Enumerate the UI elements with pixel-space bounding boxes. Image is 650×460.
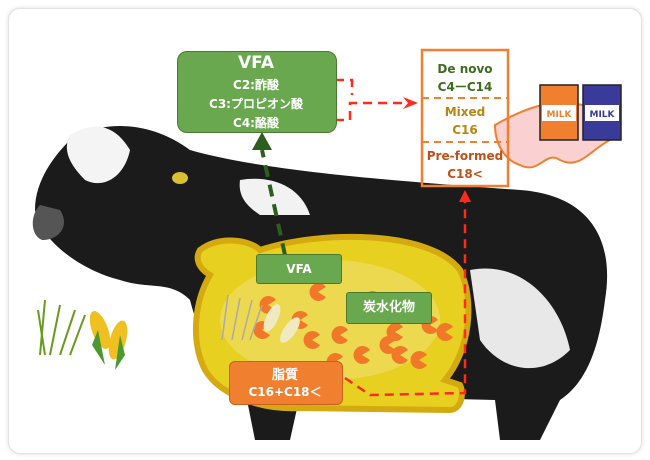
vfa-arrow-line bbox=[260, 149, 287, 256]
microbe-icon bbox=[391, 346, 408, 364]
microbe-icon bbox=[379, 336, 396, 354]
microbe-icon bbox=[309, 283, 326, 301]
de-novo-range: C4ーC14 bbox=[437, 80, 493, 94]
lipid-to-milk-arrow bbox=[344, 200, 467, 397]
microbe-icon bbox=[436, 323, 453, 341]
rumen-corn-icon bbox=[263, 304, 300, 343]
svg-text:MILK: MILK bbox=[589, 110, 615, 120]
vfa-c3: C3:プロピオン酸 bbox=[209, 97, 303, 111]
vfa-title: VFA bbox=[238, 53, 274, 73]
microbe-icon bbox=[303, 331, 320, 350]
corn-icon bbox=[89, 311, 128, 370]
microbe-icon bbox=[386, 323, 403, 341]
mixed-name: Mixed bbox=[444, 105, 486, 119]
rumen-grass-icon bbox=[221, 294, 263, 341]
microbe-icon bbox=[331, 326, 348, 345]
rumen-vfa-box: VFA bbox=[256, 254, 342, 284]
vfa-box bbox=[177, 51, 337, 133]
svg-text:MILK: MILK bbox=[546, 110, 572, 120]
lipid-range: C16+C18＜ bbox=[248, 385, 322, 399]
lipid-label: 脂質 bbox=[271, 368, 298, 383]
de-novo-name: De novo bbox=[437, 62, 493, 76]
preformed-name: Pre-formed bbox=[426, 149, 504, 163]
vfa-c2: C2:酢酸 bbox=[233, 78, 279, 92]
milk-carton-orange: MILK bbox=[539, 84, 579, 141]
lipid-box bbox=[229, 361, 343, 405]
mixed-range: C16 bbox=[452, 123, 478, 137]
microbe-icon bbox=[353, 346, 370, 364]
preformed-range: C18< bbox=[447, 167, 483, 181]
grass-icon bbox=[37, 299, 86, 356]
milk-carton-blue: MILK bbox=[582, 84, 622, 141]
milk-fat-box bbox=[420, 48, 510, 188]
vfa-c4: C4:酪酸 bbox=[233, 116, 279, 130]
carbohydrate-box: 炭水化物 bbox=[346, 292, 432, 324]
vfa-arrow-head bbox=[252, 132, 272, 150]
microbe-icon bbox=[410, 351, 427, 369]
